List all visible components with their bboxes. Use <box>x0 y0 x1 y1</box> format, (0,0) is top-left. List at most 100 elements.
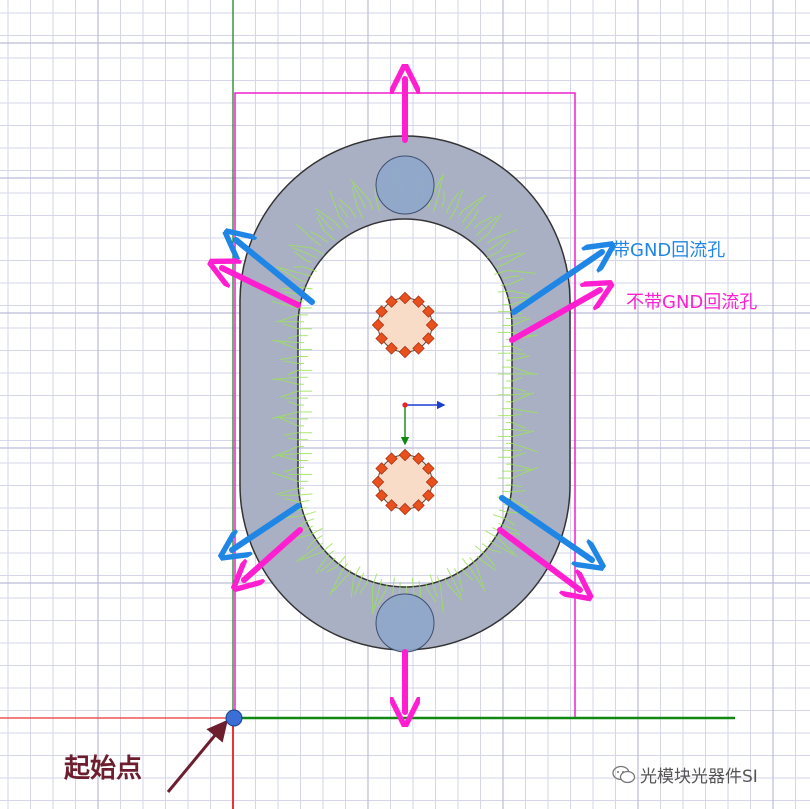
port-marker <box>385 499 398 512</box>
field-line <box>287 369 299 375</box>
field-line <box>347 569 352 576</box>
field-line <box>490 549 501 553</box>
field-line <box>511 290 531 296</box>
field-line <box>461 568 466 574</box>
port-marker <box>422 489 435 502</box>
field-line <box>511 345 523 351</box>
field-line <box>298 286 313 290</box>
field-line <box>497 290 512 293</box>
field-line <box>485 554 496 567</box>
field-line <box>445 203 451 214</box>
field-line <box>511 484 523 488</box>
port-marker <box>412 295 425 308</box>
field-line <box>341 562 349 572</box>
field-line <box>511 366 535 375</box>
field-line <box>462 196 483 212</box>
gnd-via-top <box>375 155 435 215</box>
field-line <box>503 525 518 532</box>
field-line <box>376 590 387 608</box>
field-line <box>461 214 469 224</box>
field-line <box>487 244 497 251</box>
field-line <box>352 566 361 579</box>
field-line <box>279 268 301 281</box>
field-line <box>483 216 498 229</box>
field-line <box>316 211 330 227</box>
field-line <box>271 339 299 344</box>
port-marker <box>375 462 388 475</box>
wechat-icon <box>612 765 636 783</box>
field-line <box>418 580 421 591</box>
field-line <box>476 228 485 236</box>
field-line <box>276 487 299 495</box>
field-line <box>474 223 480 229</box>
field-line <box>473 209 479 220</box>
field-line <box>323 230 335 241</box>
field-line <box>510 498 529 510</box>
field-line <box>511 452 527 458</box>
field-line <box>275 416 299 420</box>
field-line <box>320 561 332 573</box>
port-marker <box>422 462 435 475</box>
field-line <box>453 568 460 578</box>
field-line <box>476 555 482 561</box>
field-line <box>507 269 536 274</box>
field-line <box>495 263 506 268</box>
current-arrows-without-gnd <box>222 79 600 712</box>
port-marker <box>371 318 385 332</box>
current-arrows-with-gnd <box>232 240 602 560</box>
port-marker <box>425 475 439 489</box>
signal-pad-top <box>371 291 439 359</box>
field-line <box>306 540 315 550</box>
field-line <box>284 291 299 295</box>
field-line <box>352 182 364 203</box>
field-line <box>511 408 539 414</box>
port-marker <box>422 305 435 318</box>
field-line <box>275 378 299 385</box>
field-line <box>373 588 380 611</box>
field-line <box>295 546 318 563</box>
gnd-via-bottom <box>375 593 435 653</box>
field-line <box>365 578 369 585</box>
field-line <box>288 244 313 249</box>
field-line <box>374 187 377 199</box>
port-marker <box>398 291 412 305</box>
field-line <box>335 555 346 568</box>
field-line <box>305 259 312 264</box>
field-line <box>458 210 463 217</box>
field-line <box>298 493 313 496</box>
field-line <box>452 580 462 597</box>
field-line <box>329 190 340 217</box>
field-line <box>497 256 503 261</box>
field-line <box>359 572 365 583</box>
field-line <box>498 509 509 513</box>
field-line <box>350 208 357 218</box>
field-line <box>501 490 512 493</box>
field-line <box>344 212 349 218</box>
watermark-text: 光模块光器件SI <box>640 767 758 787</box>
field-line <box>511 355 531 361</box>
field-line <box>317 542 323 548</box>
field-line <box>338 216 349 229</box>
port-marker <box>398 448 412 462</box>
field-line <box>449 207 458 220</box>
field-line <box>279 417 299 427</box>
field-line <box>300 507 307 510</box>
field-line <box>411 577 415 592</box>
field-line <box>487 250 500 259</box>
field-line <box>432 198 439 213</box>
field-line <box>332 574 348 593</box>
field-line <box>310 231 320 237</box>
field-line <box>308 253 319 259</box>
field-line <box>271 376 299 380</box>
field-line <box>446 583 463 602</box>
field-line <box>283 466 299 473</box>
field-line <box>371 573 378 588</box>
field-line <box>329 571 343 596</box>
field-line <box>511 413 523 417</box>
field-line <box>314 207 335 222</box>
field-line <box>511 377 523 382</box>
field-line <box>368 199 374 210</box>
field-line <box>493 269 508 275</box>
field-line <box>291 247 310 255</box>
